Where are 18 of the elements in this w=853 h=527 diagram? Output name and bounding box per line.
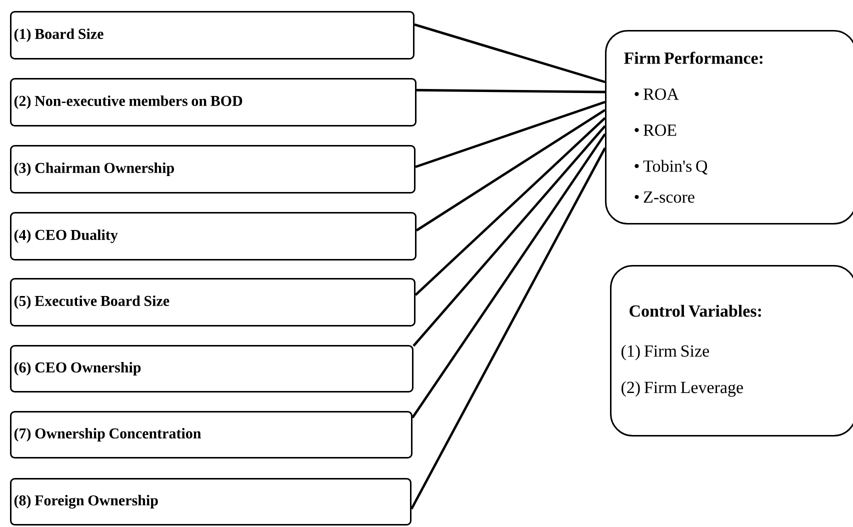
connector-line	[414, 23, 606, 84]
variable-box: (6) CEO Ownership	[10, 345, 414, 392]
connector-line	[416, 108, 606, 232]
outcome-box: Firm Performance: • ROA • ROE • Tobin's Q • Z-score	[605, 30, 853, 224]
variable-box: (2) Non-executive members on BOD	[10, 78, 416, 126]
variable-box: (7) Ownership Concentration	[10, 411, 412, 458]
connector-line	[414, 117, 606, 296]
connector-line	[415, 100, 606, 168]
connector-line	[412, 133, 606, 418]
variable-box: (8) Foreign Ownership	[10, 478, 412, 526]
connector-line	[416, 88, 606, 94]
variable-box: (4) CEO Duality	[10, 212, 416, 260]
connector-line	[412, 125, 606, 347]
variable-box: (1) Board Size	[10, 11, 414, 60]
variable-box: (5) Executive Board Size	[10, 278, 416, 326]
variable-box: (3) Chairman Ownership	[10, 145, 416, 194]
connector-line	[410, 147, 606, 510]
control-box: Control Variables: (1) Firm Size (2) Firm Leverage	[610, 265, 853, 436]
